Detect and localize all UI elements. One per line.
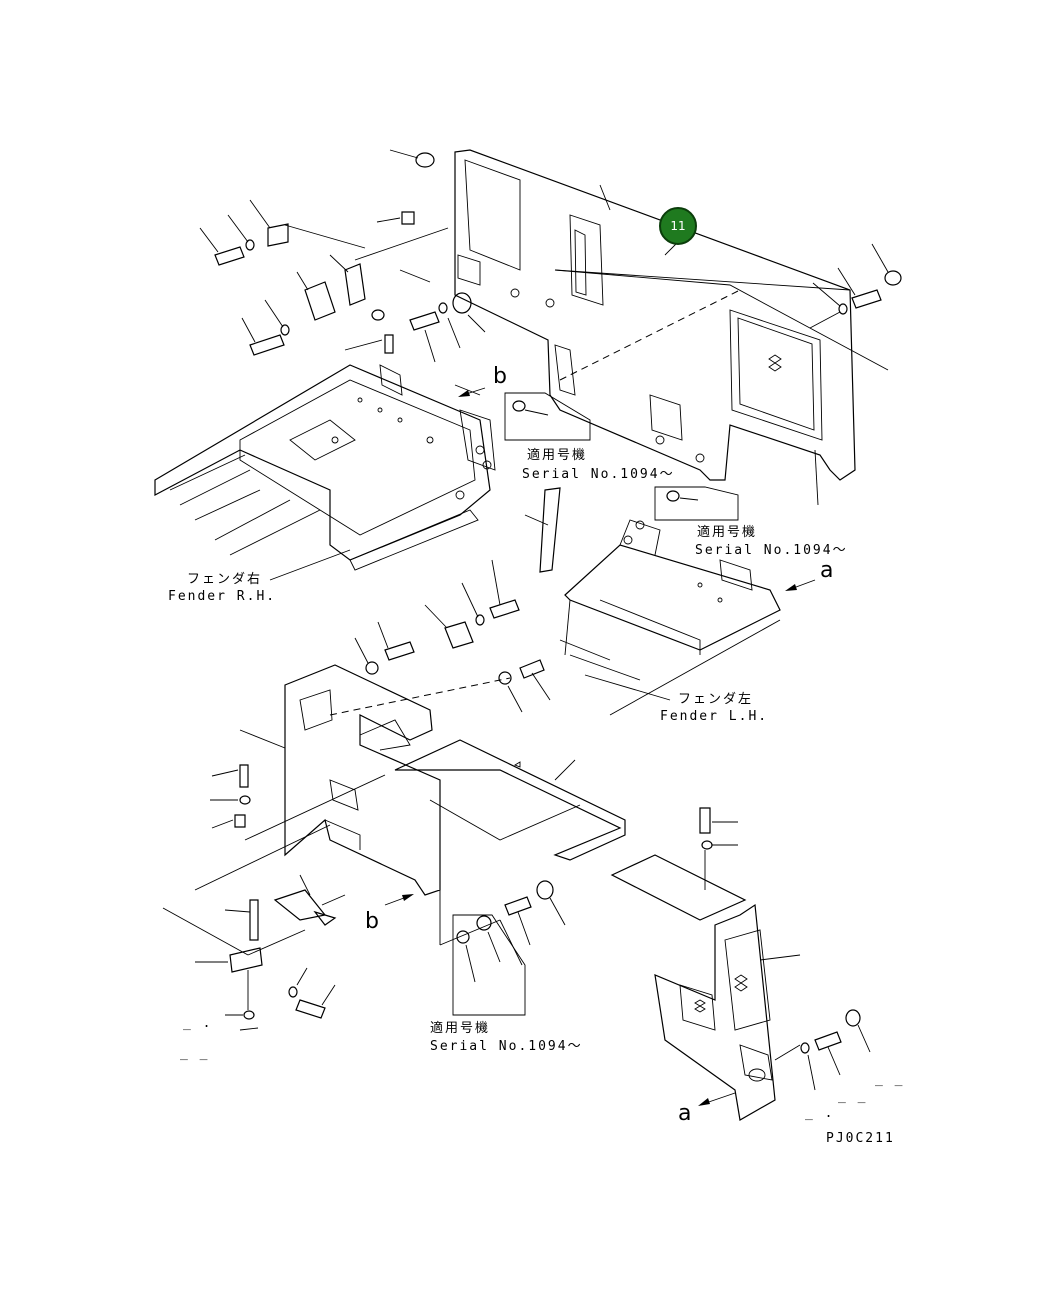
bottom-center-fasteners	[439, 875, 566, 983]
svg-text:a: a	[678, 1101, 691, 1126]
rear-cover-panel	[454, 149, 889, 506]
callout-badge[interactable]: 11	[659, 207, 697, 245]
callout-badge-number[interactable]: 11	[670, 219, 685, 233]
hinge-latch: _ . _ _	[180, 874, 346, 1061]
link-bracket	[539, 487, 561, 573]
fender-lh-assembly	[559, 519, 781, 716]
left-side-panel	[162, 664, 511, 956]
fender-rh-label-en: Fender R.H.	[168, 589, 276, 604]
ref-a-bottom: a	[678, 1092, 736, 1126]
svg-text:a: a	[820, 558, 833, 583]
serial-mid-en: Serial No.1094～	[695, 543, 848, 558]
serial-bottom-en: Serial No.1094～	[430, 1039, 583, 1054]
serial-box-bottom: 適用号機 Serial No.1094～	[430, 914, 583, 1054]
svg-text:b: b	[365, 909, 379, 934]
svg-text:_ .: _ .	[805, 1106, 834, 1121]
fender-lh-label-jp: フェンダ左	[678, 692, 753, 707]
svg-text:b: b	[493, 364, 507, 389]
fender-rh-assembly	[154, 364, 496, 581]
fender-rh-label-jp: フェンダ右	[187, 572, 262, 587]
svg-text:_ _: _ _	[838, 1089, 867, 1104]
drawing-code: PJ0C211	[826, 1131, 895, 1146]
svg-text:_ .: _ .	[183, 1016, 212, 1031]
top-left-fasteners	[199, 149, 486, 363]
middle-fasteners	[354, 559, 551, 713]
svg-text:_ _: _ _	[180, 1046, 209, 1061]
ref-b-top: b	[458, 364, 507, 397]
callout-badge-circle[interactable]	[659, 207, 697, 245]
serial-box-top: 適用号機 Serial No.1094～	[504, 392, 675, 482]
floor-plates	[394, 739, 747, 921]
fender-lh-label-en: Fender L.H.	[660, 709, 768, 724]
serial-box-mid: 適用号機 Serial No.1094～	[654, 486, 848, 558]
ref-a-right: a	[785, 558, 833, 591]
ref-b-bottom: b	[365, 894, 414, 934]
serial-top-jp: 適用号機	[527, 447, 587, 463]
svg-text:_ _: _ _	[875, 1072, 904, 1087]
serial-mid-jp: 適用号機	[697, 524, 757, 540]
serial-bottom-jp: 適用号機	[430, 1020, 490, 1036]
top-right-fasteners	[809, 243, 902, 329]
right-side-panel: _ _ _ _ _ .	[654, 807, 904, 1121]
serial-top-en: Serial No.1094～	[522, 467, 675, 482]
